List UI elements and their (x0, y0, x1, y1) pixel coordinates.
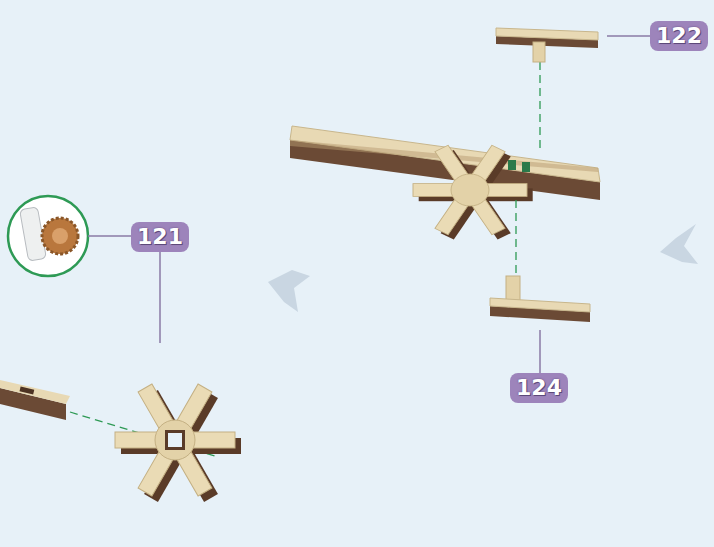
callout-number: 121 (131, 222, 189, 252)
callout-number: 124 (510, 373, 568, 403)
callout-number: 122 (650, 21, 708, 51)
